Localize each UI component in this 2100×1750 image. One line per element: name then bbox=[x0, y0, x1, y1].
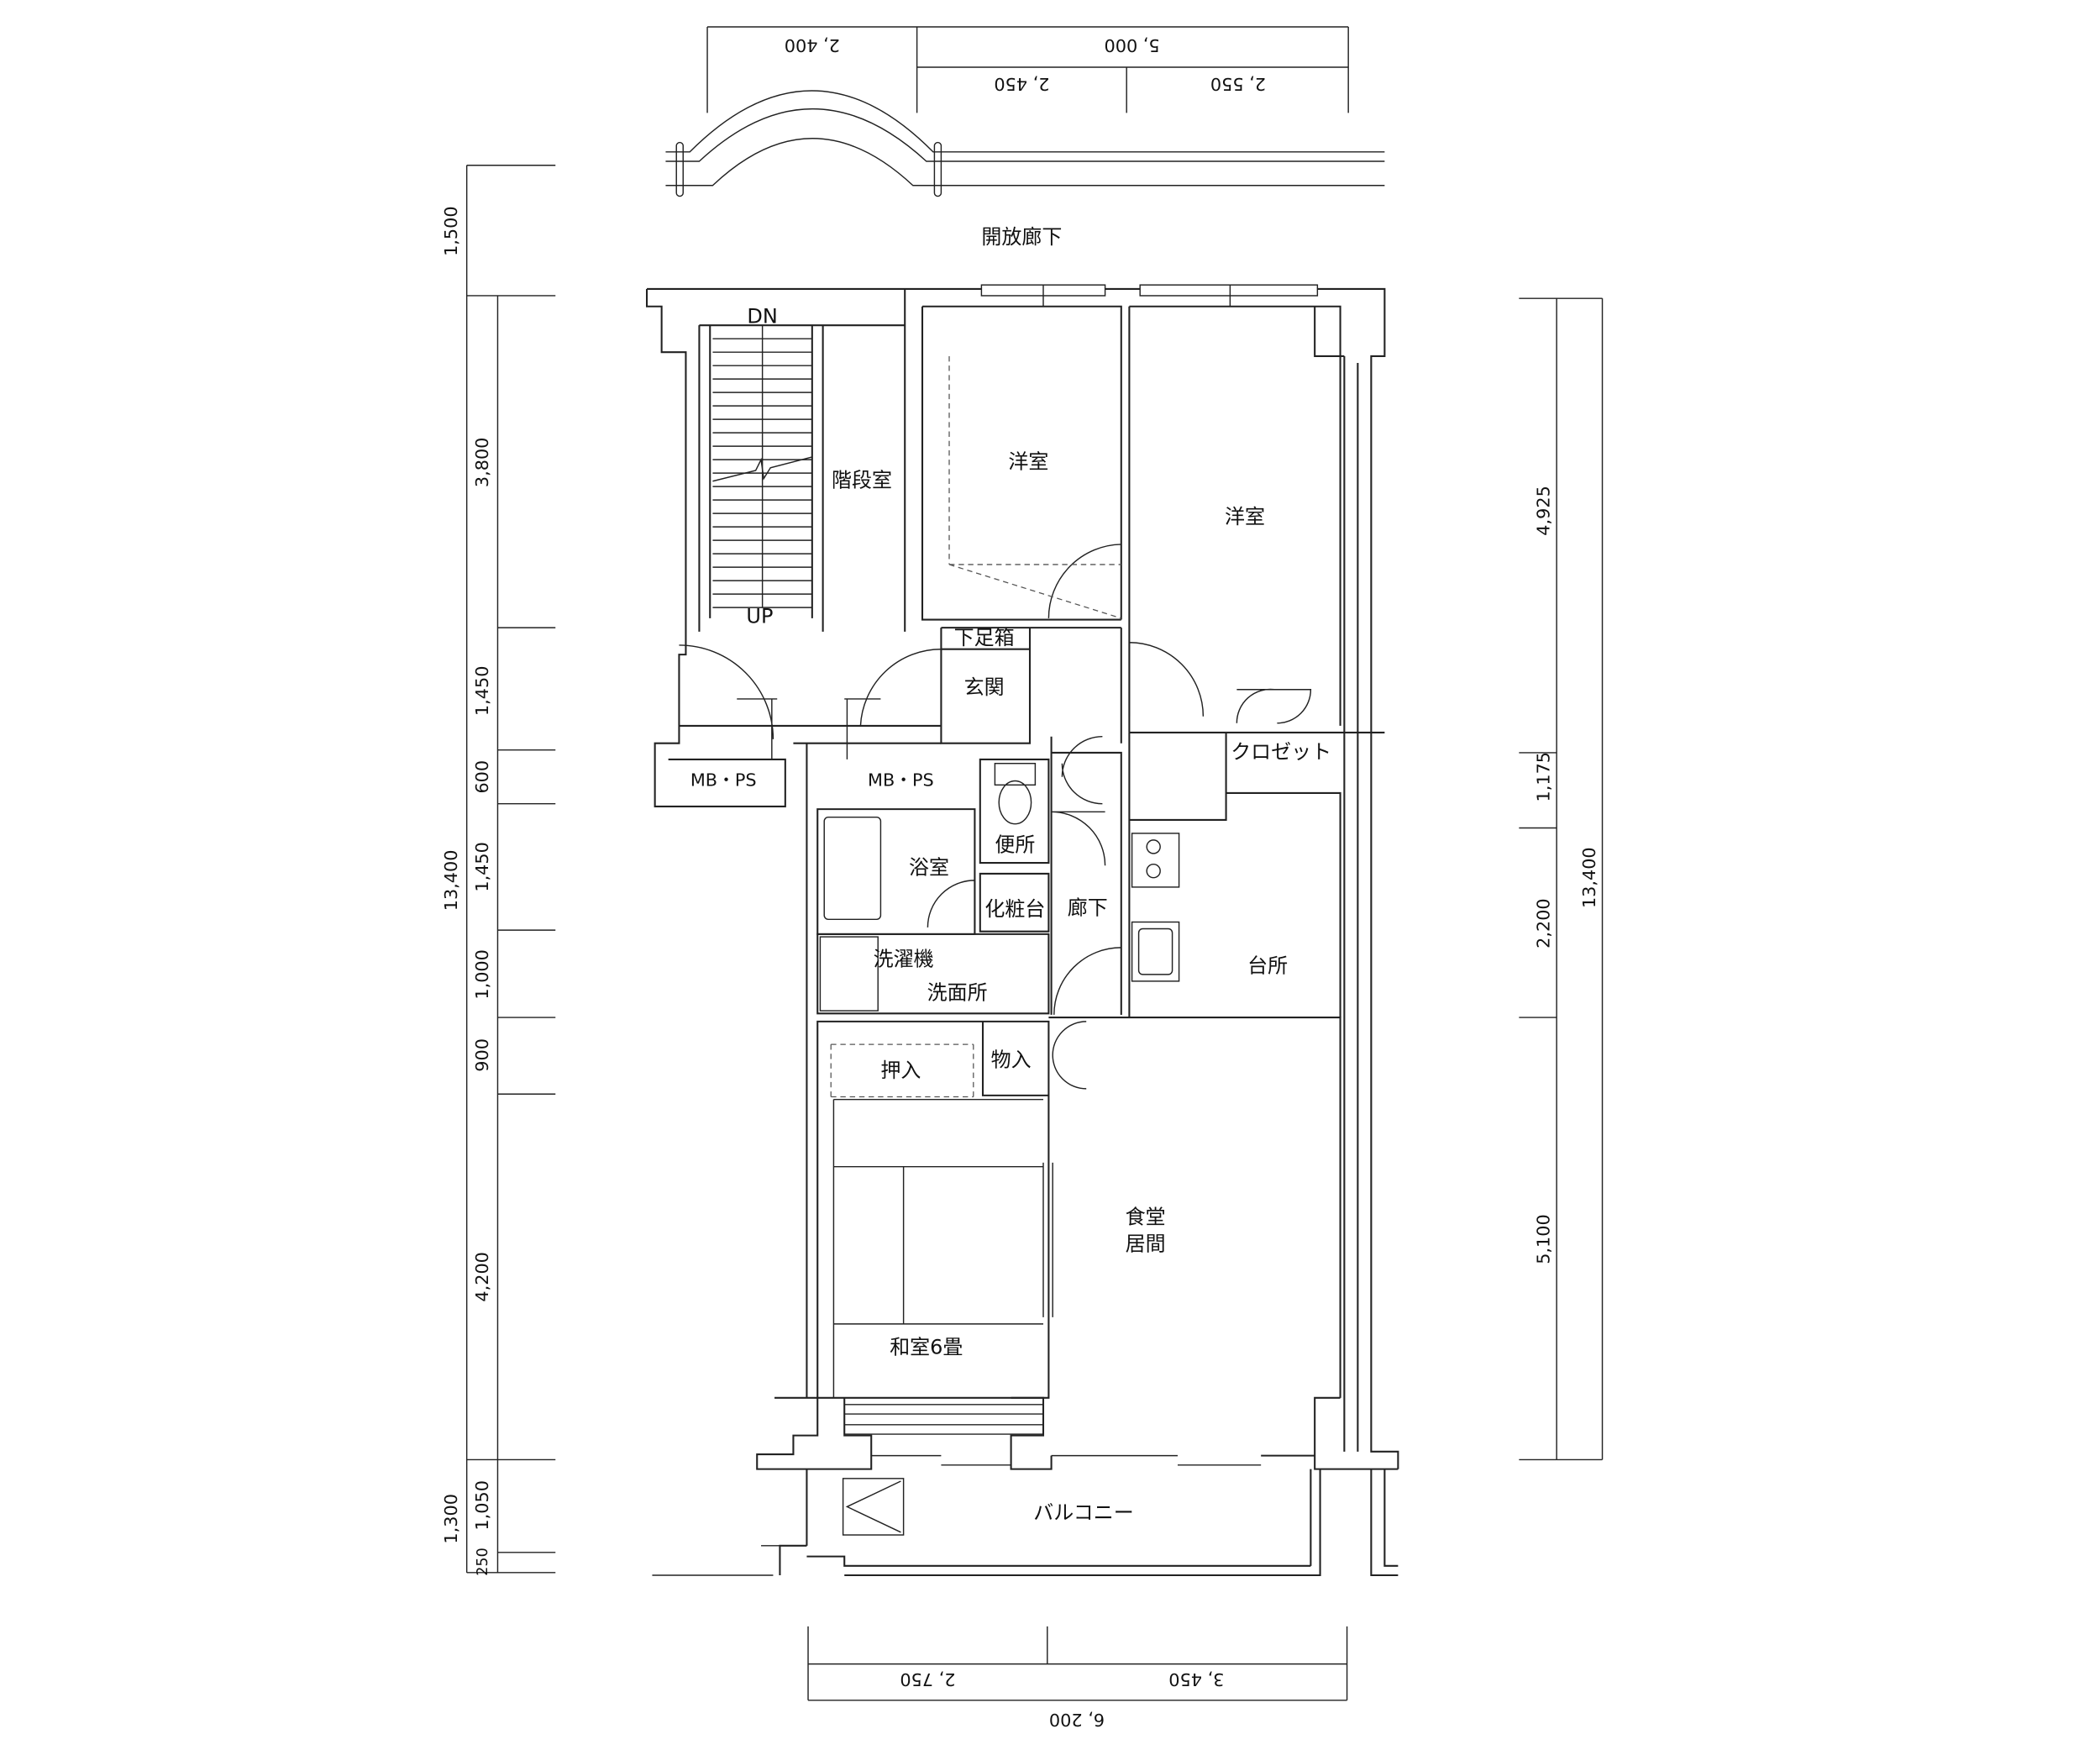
label-vanity: 化粧台 bbox=[984, 897, 1045, 921]
bathtub bbox=[823, 816, 882, 921]
dim-right-inner-3: 2,200 bbox=[1534, 898, 1554, 949]
label-mbps-1: MB・PS bbox=[690, 770, 757, 791]
label-japanese-room: 和室6畳 bbox=[890, 1336, 963, 1359]
doors bbox=[679, 355, 1312, 1317]
dim-left-outer-1: 1,500 bbox=[441, 206, 461, 256]
dim-left-inner-3: 600 bbox=[472, 760, 492, 794]
walls bbox=[646, 287, 1399, 1577]
label-oshiire: 押入 bbox=[880, 1059, 921, 1082]
dim-right-inner-1: 4,925 bbox=[1534, 486, 1554, 535]
label-hallway: 廊下 bbox=[1068, 896, 1108, 919]
dim-right-inner-4: 5,100 bbox=[1534, 1214, 1554, 1264]
left-dimensions: 1,500 13,400 1,300 3,800 1,450 600 1,450… bbox=[441, 165, 556, 1576]
dim-left-inner-2: 1,450 bbox=[472, 666, 492, 717]
dim-right-inner-2: 1,175 bbox=[1534, 752, 1554, 801]
dim-top-b: 2, 550 bbox=[1210, 74, 1266, 94]
fixtures bbox=[819, 762, 1180, 1536]
label-storage: 物入 bbox=[991, 1048, 1032, 1071]
label-mbps-2: MB・PS bbox=[868, 770, 934, 791]
tatami bbox=[830, 1043, 1044, 1435]
dim-right-outer: 13,400 bbox=[1579, 847, 1599, 908]
label-shoe-box: 下足箱 bbox=[954, 626, 1015, 649]
dim-top-total: 5, 000 bbox=[1105, 35, 1160, 55]
dim-left-inner-5: 1,000 bbox=[472, 949, 492, 999]
label-entrance: 玄関 bbox=[964, 675, 1005, 699]
label-stair-dn: DN bbox=[747, 305, 777, 328]
dim-left-inner-9: 250 bbox=[475, 1548, 491, 1576]
ac-unit bbox=[842, 1478, 905, 1536]
label-kitchen: 台所 bbox=[1247, 954, 1288, 977]
label-washroom: 洗面所 bbox=[927, 980, 988, 1004]
dim-left-outer-3: 1,300 bbox=[441, 1494, 461, 1544]
right-dimensions: 4,925 1,175 2,200 5,100 13,400 bbox=[1519, 297, 1604, 1461]
label-western-room-2: 洋室 bbox=[1225, 505, 1265, 528]
label-balcony: バルコニー bbox=[1033, 1500, 1133, 1524]
stove bbox=[1131, 833, 1180, 888]
dim-left-inner-4: 1,450 bbox=[472, 842, 492, 891]
label-toilet: 便所 bbox=[995, 833, 1035, 856]
stair-break-line bbox=[712, 456, 813, 482]
dim-bottom-left: 2, 750 bbox=[900, 1669, 955, 1690]
dim-left-outer-2: 13,400 bbox=[441, 850, 461, 912]
label-closet: クロゼット bbox=[1231, 740, 1331, 764]
dim-top-a: 2, 450 bbox=[994, 74, 1049, 94]
bottom-dimensions: 2, 750 3, 450 6, 200 bbox=[807, 1626, 1348, 1730]
dim-top-left: 2, 400 bbox=[785, 35, 840, 55]
corridor-railing bbox=[665, 90, 1385, 197]
dim-left-inner-7: 4,200 bbox=[472, 1252, 492, 1301]
label-stair-up: UP bbox=[746, 604, 773, 628]
sink bbox=[1131, 921, 1180, 982]
dim-left-inner-1: 3,800 bbox=[472, 438, 492, 487]
label-dining: 食堂 bbox=[1126, 1205, 1166, 1228]
dim-bottom-total: 6, 200 bbox=[1049, 1710, 1105, 1730]
dim-left-inner-6: 900 bbox=[472, 1038, 492, 1072]
top-dimensions: 2, 400 5, 000 2, 450 2, 550 bbox=[706, 26, 1349, 113]
label-bathroom: 浴室 bbox=[909, 856, 949, 880]
label-stairwell: 階段室 bbox=[832, 469, 892, 492]
washing-machine-pan bbox=[819, 936, 879, 1012]
label-western-room-1: 洋室 bbox=[1008, 449, 1048, 473]
label-living: 居間 bbox=[1126, 1232, 1166, 1255]
windows bbox=[980, 284, 1319, 307]
dim-left-inner-8: 1,050 bbox=[472, 1480, 492, 1531]
toilet-bowl bbox=[998, 780, 1032, 825]
room-labels: DN UP 階段室 洋室 洋室 下足箱 玄関 クロゼット MB・PS MB・PS… bbox=[690, 305, 1331, 1525]
dim-bottom-right: 3, 450 bbox=[1168, 1669, 1224, 1690]
label-open-corridor: 開放廊下 bbox=[981, 225, 1062, 249]
toilet-tank bbox=[994, 762, 1037, 786]
label-washing-machine: 洗濯機 bbox=[874, 947, 934, 970]
